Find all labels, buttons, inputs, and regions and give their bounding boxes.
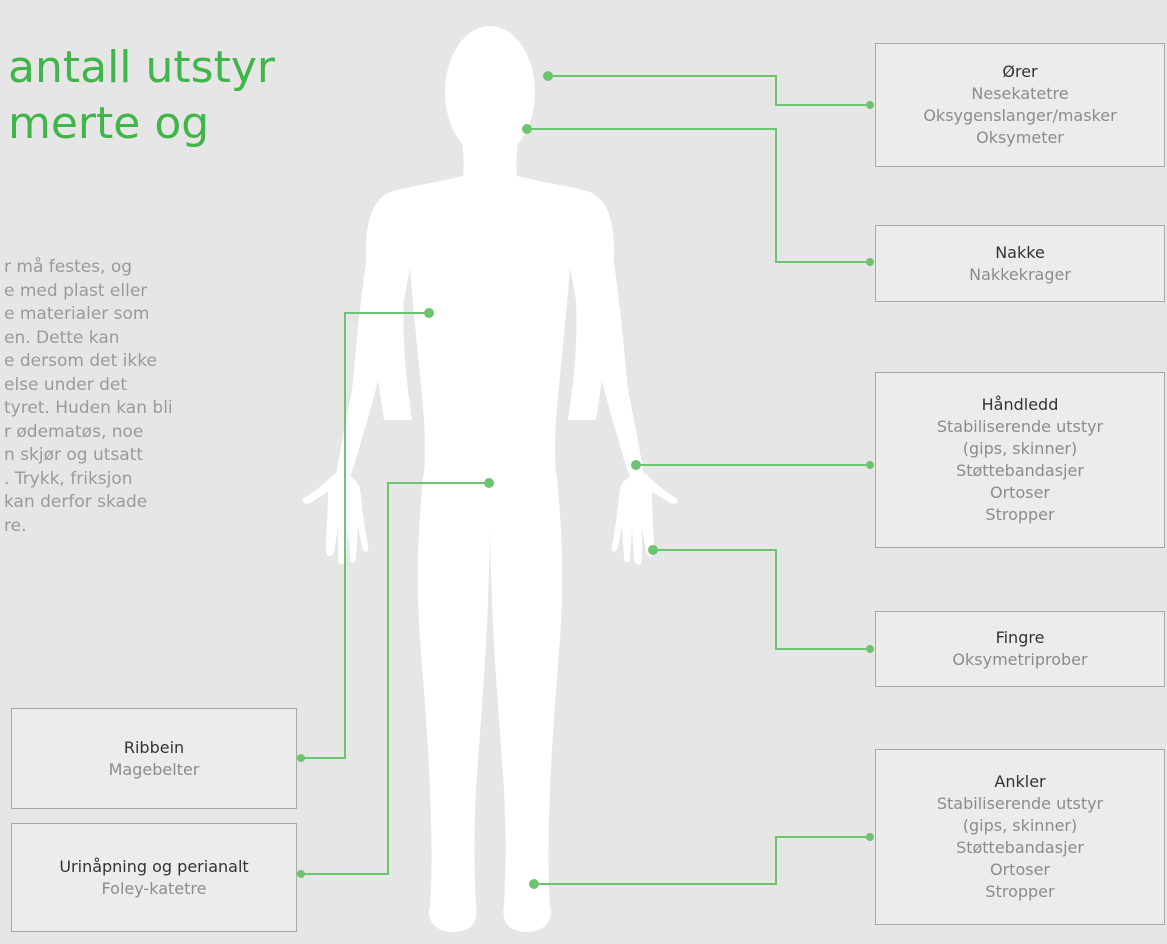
label-box-nakke: Nakke Nakkekrager bbox=[875, 225, 1165, 302]
label-box-ribbein: Ribbein Magebelter bbox=[11, 708, 297, 809]
box-item: Stropper bbox=[876, 504, 1164, 526]
label-box-handledd: Håndledd Stabiliserende utstyr (gips, sk… bbox=[875, 372, 1165, 548]
box-item: (gips, skinner) bbox=[876, 438, 1164, 460]
dot-orer-body bbox=[543, 71, 553, 81]
dot-ankler-body bbox=[529, 879, 539, 889]
silhouette-legs bbox=[418, 470, 562, 932]
dot-orer-box bbox=[866, 101, 874, 109]
dot-nakke-body bbox=[522, 124, 532, 134]
connector-orer bbox=[548, 76, 870, 105]
dot-nakke-box bbox=[866, 258, 874, 266]
box-item: Oksygenslanger/masker bbox=[876, 105, 1164, 127]
box-item: Støttebandasjer bbox=[876, 837, 1164, 859]
box-item: Ortoser bbox=[876, 859, 1164, 881]
dot-fingre-body bbox=[648, 545, 658, 555]
dot-handledd-box bbox=[866, 461, 874, 469]
box-item: Stabiliserende utstyr bbox=[876, 416, 1164, 438]
box-title: Ankler bbox=[876, 771, 1164, 793]
dot-handledd-body bbox=[631, 460, 641, 470]
box-title: Urinåpning og perianalt bbox=[12, 856, 296, 878]
box-title: Håndledd bbox=[876, 394, 1164, 416]
label-box-fingre: Fingre Oksymetriprober bbox=[875, 611, 1165, 687]
box-item: (gips, skinner) bbox=[876, 815, 1164, 837]
box-item: Nesekatetre bbox=[876, 83, 1164, 105]
box-item: Nakkekrager bbox=[876, 264, 1164, 286]
dot-fingre-box bbox=[866, 645, 874, 653]
box-title: Fingre bbox=[876, 627, 1164, 649]
dot-ribbein-box bbox=[297, 754, 305, 762]
box-item: Magebelter bbox=[12, 759, 296, 781]
silhouette-left-hand bbox=[303, 474, 369, 565]
box-item: Ortoser bbox=[876, 482, 1164, 504]
label-box-ankler: Ankler Stabiliserende utstyr (gips, skin… bbox=[875, 749, 1165, 925]
box-item: Oksymeter bbox=[876, 127, 1164, 149]
box-title: Nakke bbox=[876, 242, 1164, 264]
box-item: Foley-katetre bbox=[12, 878, 296, 900]
dot-urinapning-box bbox=[297, 870, 305, 878]
silhouette-torso bbox=[366, 176, 614, 480]
dot-ankler-box bbox=[866, 833, 874, 841]
connector-fingre bbox=[653, 550, 870, 649]
label-box-orer: Ører Nesekatetre Oksygenslanger/masker O… bbox=[875, 43, 1165, 167]
box-item: Stabiliserende utstyr bbox=[876, 793, 1164, 815]
box-item: Støttebandasjer bbox=[876, 460, 1164, 482]
box-item: Stropper bbox=[876, 881, 1164, 903]
dot-urinapning-body bbox=[484, 478, 494, 488]
dot-ribbein-body bbox=[424, 308, 434, 318]
label-box-urinapning: Urinåpning og perianalt Foley-katetre bbox=[11, 823, 297, 932]
connector-ankler bbox=[534, 837, 870, 884]
silhouette-head bbox=[445, 26, 535, 158]
box-title: Ører bbox=[876, 61, 1164, 83]
box-item: Oksymetriprober bbox=[876, 649, 1164, 671]
box-title: Ribbein bbox=[12, 737, 296, 759]
